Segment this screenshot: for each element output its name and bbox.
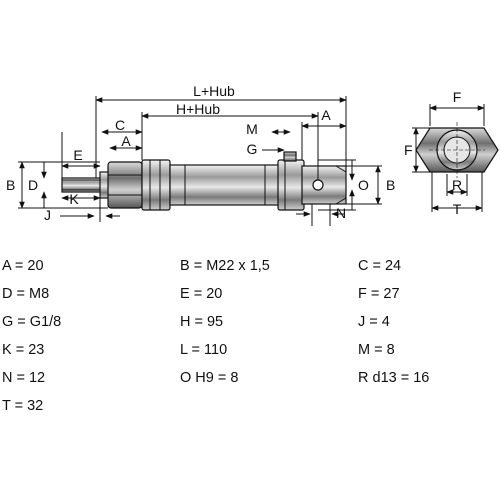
spec-b: B = M22 x 1,5 xyxy=(180,258,270,274)
label-c: C xyxy=(115,117,125,133)
label-r: R xyxy=(452,177,462,193)
label-d: D xyxy=(28,177,38,193)
label-e: E xyxy=(73,147,82,163)
label-b-left: B xyxy=(6,177,15,193)
spec-r: R d13 = 16 xyxy=(358,370,430,386)
rear-cap xyxy=(277,159,305,211)
spec-l: L = 110 xyxy=(180,342,228,358)
cylinder-barrel xyxy=(169,164,281,206)
rear-clevis xyxy=(301,165,347,205)
label-m: M xyxy=(246,121,258,137)
spec-g: G = G1/8 xyxy=(2,314,62,330)
dimension-specs-list: A = 20 B = M22 x 1,5 C = 24 D = M8 E = 2… xyxy=(0,252,500,492)
front-nut xyxy=(107,161,143,209)
spec-o: O H9 = 8 xyxy=(180,370,239,386)
label-n: N xyxy=(336,205,346,221)
spec-m: M = 8 xyxy=(358,342,395,358)
front-cap xyxy=(141,159,171,211)
label-f-side: F xyxy=(404,142,413,158)
spec-a: A = 20 xyxy=(2,258,44,274)
label-f-top: F xyxy=(453,89,462,105)
label-a-right: A xyxy=(321,107,331,123)
air-port xyxy=(283,151,297,162)
spec-c: C = 24 xyxy=(358,258,402,274)
spec-e: E = 20 xyxy=(180,286,223,302)
label-t: T xyxy=(453,201,462,217)
label-h-hub: H+Hub xyxy=(176,101,220,117)
label-b-right: B xyxy=(386,177,395,193)
spec-n: N = 12 xyxy=(2,370,46,386)
label-k: K xyxy=(69,191,79,207)
label-j: J xyxy=(44,207,51,223)
spec-k: K = 23 xyxy=(2,342,45,358)
spec-f: F = 27 xyxy=(358,286,400,302)
cylinder-side-view xyxy=(61,151,347,211)
spec-j: J = 4 xyxy=(358,314,390,330)
cylinder-dimension-drawing: L+Hub H+Hub C A E A M G B D K J N O xyxy=(6,83,499,226)
spec-d: D = M8 xyxy=(2,286,50,302)
label-o: O xyxy=(358,177,369,193)
spec-h: H = 95 xyxy=(180,314,224,330)
spec-t: T = 32 xyxy=(2,398,44,414)
label-a-left: A xyxy=(121,133,131,149)
cylinder-end-view xyxy=(415,122,499,178)
label-g: G xyxy=(247,141,258,157)
clevis-bore xyxy=(312,179,324,191)
label-l-hub: L+Hub xyxy=(193,83,235,99)
